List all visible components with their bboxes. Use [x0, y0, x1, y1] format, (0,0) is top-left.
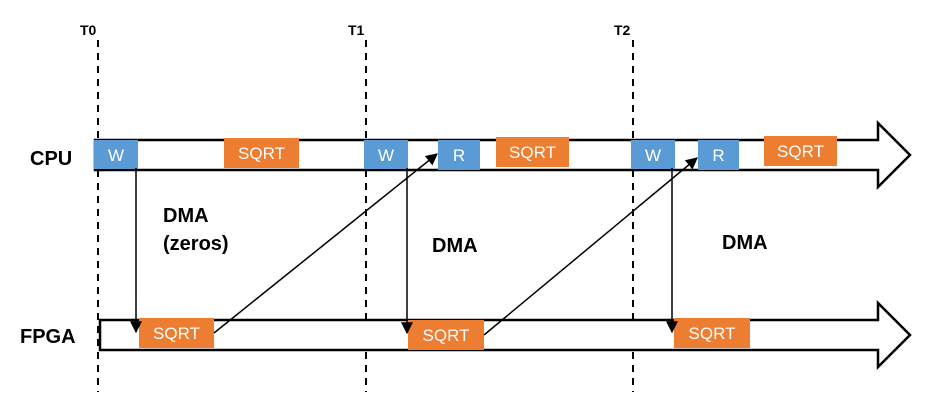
dma-label-3: DMA — [722, 232, 768, 254]
fpga-block-sqrt-2: SQRT — [408, 320, 484, 350]
fpga-block-sqrt-1-label: SQRT — [153, 324, 200, 343]
cpu-block-sqrt-1: SQRT — [224, 138, 299, 168]
fpga-block-sqrt-3-label: SQRT — [689, 324, 736, 343]
cpu-block-r-1: R — [438, 140, 480, 170]
cpu-block-r-2-label: R — [712, 146, 724, 165]
cpu-block-sqrt-2: SQRT — [496, 137, 569, 167]
cpu-block-r-2: R — [698, 140, 739, 170]
dma-arrow-fpga-to-cpu-1 — [213, 153, 438, 334]
cpu-block-sqrt-3-label: SQRT — [777, 142, 824, 161]
cpu-block-w-1: W — [94, 140, 138, 169]
t2-label: T2 — [614, 22, 631, 38]
fpga-lane-label: FPGA — [20, 326, 76, 348]
cpu-block-sqrt-2-label: SQRT — [509, 143, 556, 162]
fpga-block-sqrt-1: SQRT — [139, 318, 214, 348]
cpu-block-w-2: W — [364, 140, 408, 169]
dma-arrows — [130, 153, 698, 336]
cpu-block-w-2-label: W — [378, 146, 394, 165]
cpu-block-sqrt-1-label: SQRT — [238, 144, 285, 163]
cpu-block-sqrt-3: SQRT — [764, 136, 837, 166]
t0-label: T0 — [80, 22, 97, 38]
fpga-block-sqrt-3: SQRT — [674, 318, 750, 348]
fpga-lane-arrow — [98, 299, 912, 371]
cpu-block-w-3: W — [631, 140, 675, 169]
time-marker-lines — [97, 40, 634, 392]
cpu-block-r-1-label: R — [453, 146, 465, 165]
dma-arrow-fpga-to-cpu-2 — [483, 157, 698, 336]
cpu-block-w-1-label: W — [108, 146, 124, 165]
cpu-block-w-3-label: W — [645, 146, 661, 165]
fpga-block-sqrt-2-label: SQRT — [423, 326, 470, 345]
dma-label-2: DMA — [432, 235, 478, 257]
dma-label-1-line-2: (zeros) — [163, 233, 229, 255]
dma-label-1-line-1: DMA — [163, 205, 209, 227]
t1-label: T1 — [348, 22, 365, 38]
cpu-lane-label: CPU — [30, 148, 72, 170]
